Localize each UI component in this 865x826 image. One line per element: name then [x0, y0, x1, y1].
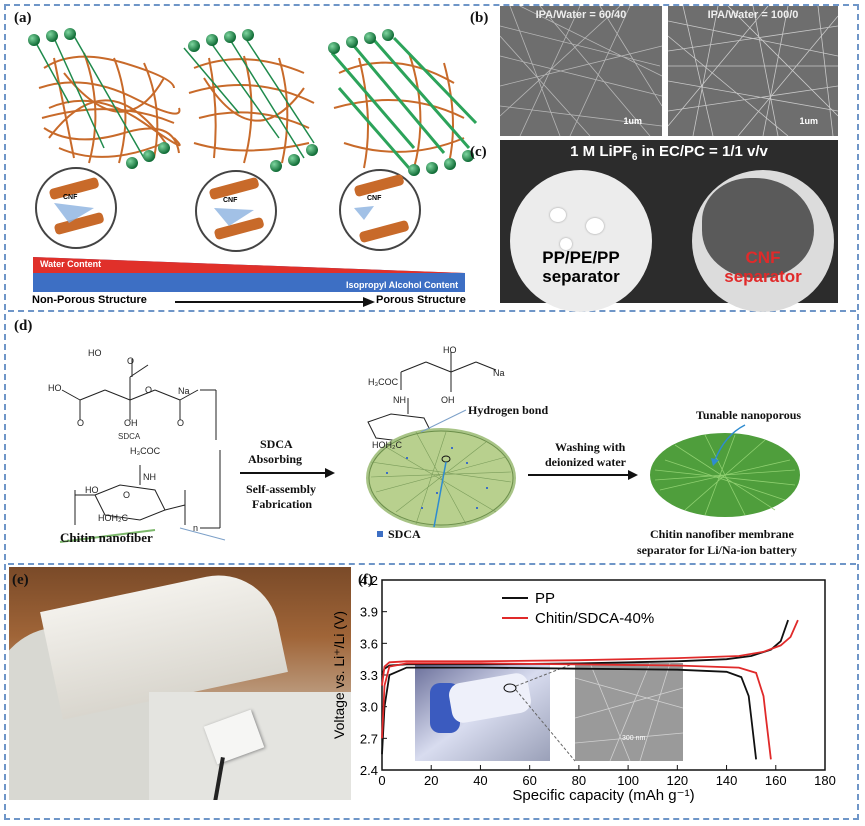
pp-caption-line1: PP/PE/PP — [542, 248, 620, 267]
inset-photos — [415, 662, 684, 762]
sem-title-100-0: IPA/Water = 100/0 — [707, 9, 799, 21]
chitin-structure — [59, 450, 226, 543]
y-tick-label: 2.7 — [360, 731, 378, 746]
fiber-network-illustration — [28, 28, 478, 252]
water-content-label: Water Content — [40, 259, 102, 269]
series-line-charge — [381, 619, 799, 686]
voltage-capacity-chart: 0 20 40 60 80 100 120 140 160 180 2.4 2.7 3.0 3.3 3.6 3… — [331, 573, 836, 804]
panel-d-label: (d) — [14, 318, 33, 334]
y-axis-label: Voltage vs. Li⁺/Li (V) — [331, 611, 347, 739]
tunable-label: Tunable nanoporous — [696, 408, 802, 422]
step2-arrow — [528, 470, 638, 480]
x-tick-label: 140 — [716, 773, 738, 788]
figure-frame — [4, 4, 859, 820]
series-line-discharge — [381, 666, 757, 760]
fiber-cluster-medium — [188, 55, 315, 164]
magnified-view-1 — [35, 167, 117, 249]
nonporous-label: Non-Porous Structure — [32, 294, 147, 306]
y-tick-label: 3.6 — [360, 636, 378, 651]
sdca-membrane — [366, 352, 516, 528]
x-tick-label: 20 — [424, 773, 438, 788]
sdca-legend-marker — [377, 531, 383, 537]
y-tick-label: 3.9 — [360, 605, 378, 620]
cnf-label-3: CNF — [367, 195, 382, 202]
sem-image-100-0: IPA/Water = 100/0 1um — [668, 6, 838, 136]
scale-bar-label-1: 1um — [623, 116, 642, 126]
content-gradient-bars — [33, 257, 465, 292]
sdca-legend-label: SDCA — [388, 527, 421, 541]
panel-a-label: (a) — [14, 10, 32, 26]
panel-b-label: (b) — [470, 10, 489, 26]
fiber-cluster-dense — [38, 52, 181, 164]
chitin-membrane — [650, 424, 800, 517]
x-tick-label: 160 — [765, 773, 787, 788]
x-tick-label: 60 — [522, 773, 536, 788]
sem-image-60-40: IPA/Water = 60/40 1um — [500, 6, 662, 136]
x-tick-label: 100 — [617, 773, 639, 788]
x-axis-label: Specific capacity (mAh g⁻¹) — [512, 787, 694, 804]
sem-title-60-40: IPA/Water = 60/40 — [535, 9, 627, 21]
scale-bar-label-2: 1um — [799, 116, 818, 126]
sdca-structure — [61, 359, 217, 440]
chitin-label: Chitin nanofiber — [60, 530, 153, 545]
magnified-view-2 — [195, 170, 277, 252]
panel-c-label: (c) — [470, 144, 487, 160]
magnified-view-3 — [339, 169, 421, 251]
wetting-photo: 1 M LiPF6 in EC/PC = 1/1 v/v PP/PE/PP se… — [500, 140, 838, 312]
result-label-2: separator for Li/Na-ion battery — [637, 543, 797, 557]
y-tick-label: 3.3 — [360, 668, 378, 683]
legend-label: PP — [535, 590, 555, 607]
porous-label: Porous Structure — [376, 294, 466, 306]
inset-scale-label: 300 nm — [622, 735, 646, 742]
cnf-label-1: CNF — [63, 194, 78, 201]
x-tick-label: 80 — [572, 773, 586, 788]
direction-arrow — [175, 297, 375, 307]
x-tick-label: 180 — [814, 773, 836, 788]
cnf-separator-disc: CNF separator — [692, 170, 834, 312]
step1-arrow — [240, 468, 335, 478]
sdca-name: SDCA — [118, 432, 141, 441]
separator-top — [8, 310, 856, 312]
series-line-discharge — [381, 662, 772, 760]
hydrogen-bond-label: Hydrogen bond — [468, 403, 549, 417]
result-label-1: Chitin nanofiber membrane — [650, 527, 794, 541]
ipa-content-label: Isopropyl Alcohol Content — [346, 280, 459, 290]
pp-caption-line2: separator — [542, 267, 620, 286]
y-tick-label: 4.2 — [360, 573, 378, 588]
legend-label: Chitin/SDCA-40% — [535, 610, 654, 627]
pp-separator-disc: PP/PE/PP separator — [510, 170, 652, 312]
panel-f-label: (f) — [358, 572, 373, 588]
flexible-membrane-photo — [9, 567, 351, 800]
cnf-label-2: CNF — [223, 197, 238, 204]
y-tick-label: 2.4 — [360, 763, 378, 778]
x-tick-label: 0 — [378, 773, 385, 788]
electrolyte-title: 1 M LiPF6 in EC/PC = 1/1 v/v — [570, 143, 768, 163]
x-tick-label: 120 — [666, 773, 688, 788]
cnf-caption-line1: CNF — [745, 248, 781, 267]
y-tick-label: 3.0 — [360, 700, 378, 715]
x-tick-label: 40 — [473, 773, 487, 788]
panel-e-label: (e) — [12, 572, 29, 588]
separator-bottom — [8, 563, 856, 565]
cnf-caption-line2: separator — [724, 267, 802, 286]
